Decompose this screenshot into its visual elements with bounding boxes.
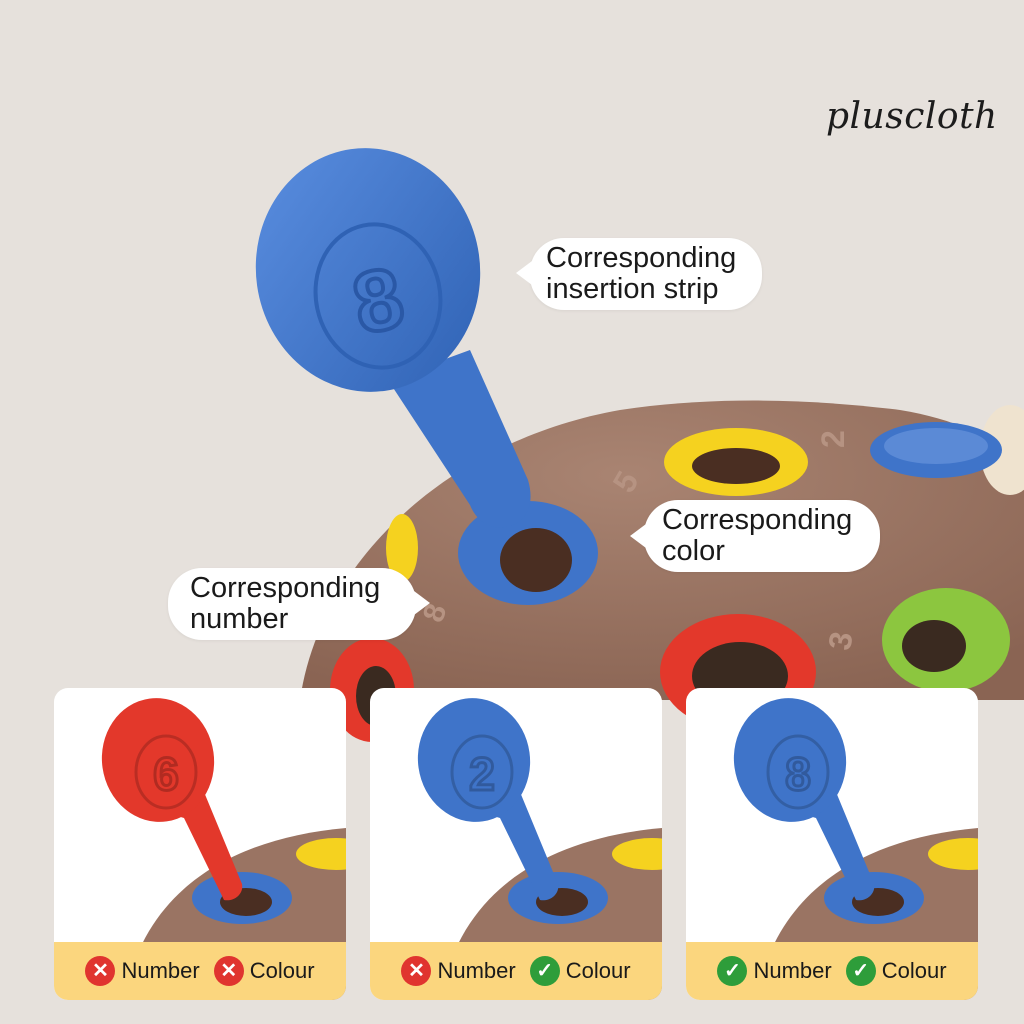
card-caption: ✓Number✓Colour: [686, 942, 978, 1000]
card-caption: ✕Number✕Colour: [54, 942, 346, 1000]
brand-watermark: pluscloth: [826, 96, 998, 137]
card-peg-number: 2: [469, 748, 495, 800]
callout-line: number: [190, 603, 289, 635]
example-card: 6✕Number✕Colour: [54, 688, 346, 1000]
card-peg-number: 8: [785, 748, 811, 800]
cross-icon: ✕: [401, 956, 432, 986]
example-card: 8✓Number✓Colour: [686, 688, 978, 1000]
callout-line: color: [662, 535, 725, 567]
cross-icon: ✕: [85, 956, 116, 986]
callout-line: insertion strip: [546, 273, 719, 305]
caption-label: Number: [437, 958, 516, 983]
card-peg-number: 6: [153, 748, 179, 800]
main-peg: 8: [255, 148, 531, 528]
example-card: 2 ✕Number ✓Colour: [370, 688, 662, 1000]
main-peg-stem: [388, 350, 531, 528]
toy-cream-rim: [980, 405, 1024, 495]
check-icon: ✓: [529, 956, 560, 986]
callout-insertion-strip: Corresponding insertion strip: [516, 238, 762, 310]
caption-label: Colour: [565, 958, 631, 983]
callout-line: Corresponding: [662, 504, 853, 536]
callout-color: Corresponding color: [630, 500, 880, 572]
hole-number-2: 2: [815, 430, 851, 448]
callout-line: Corresponding: [546, 242, 737, 274]
hole-number-3: 3: [821, 629, 860, 653]
check-icon: ✓: [717, 956, 748, 986]
card-caption: ✕Number ✓Colour: [370, 942, 662, 1000]
caption-label: Number: [753, 958, 832, 983]
cross-icon: ✕: [213, 956, 244, 986]
main-peg-head: [255, 148, 481, 392]
caption-label: Colour: [881, 958, 947, 983]
callout-number: Corresponding number: [168, 568, 430, 640]
callout-line: Corresponding: [190, 572, 381, 604]
caption-label: Number: [121, 958, 200, 983]
caption-label: Colour: [249, 958, 315, 983]
check-icon: ✓: [845, 956, 876, 986]
